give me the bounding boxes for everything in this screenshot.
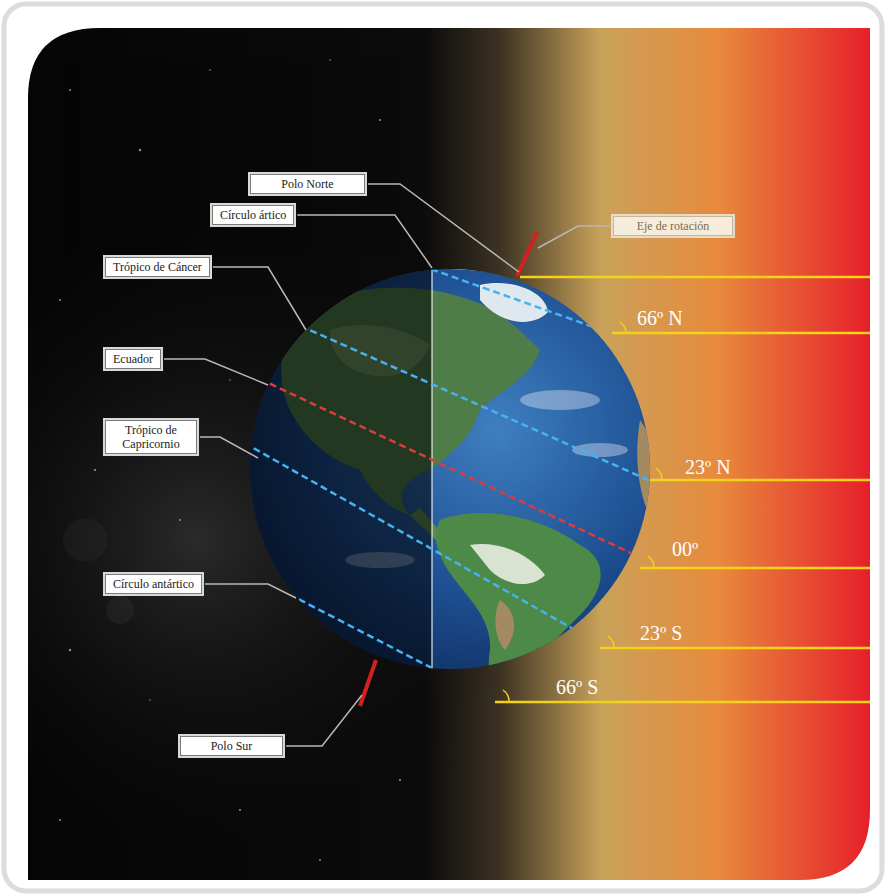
leader-line xyxy=(538,226,610,248)
label-text: Trópico de Cáncer xyxy=(113,260,202,274)
leader-line xyxy=(205,584,296,598)
label-text: Círculo antártico xyxy=(113,577,194,591)
leader-line xyxy=(213,267,306,330)
latitude-label: 00º xyxy=(672,538,698,560)
tropic-label: Trópico de Capricornio xyxy=(105,420,197,454)
label-text: Polo Sur xyxy=(188,739,275,753)
circle-label: Círculo ártico xyxy=(212,205,294,225)
label-text: Trópico de Capricornio xyxy=(113,423,189,451)
tropic-label: Trópico de Cáncer xyxy=(105,257,210,277)
latitude-label: 66º S xyxy=(556,676,598,698)
leader-line xyxy=(297,215,432,268)
leader-line xyxy=(368,184,519,272)
latitude-label: 66º N xyxy=(637,307,683,329)
label-text: Eje de rotación xyxy=(621,219,725,233)
leader-line xyxy=(286,695,362,746)
circle-label: Círculo antártico xyxy=(105,574,202,594)
label-text: Polo Norte xyxy=(258,177,357,191)
equator-label: Ecuador xyxy=(105,349,161,369)
label-text: Ecuador xyxy=(113,352,153,366)
leader-line xyxy=(164,359,268,385)
latitude-label: 23º S xyxy=(640,622,682,644)
axis-label: Eje de rotación xyxy=(613,216,733,236)
leader-line xyxy=(200,437,258,458)
label-text: Círculo ártico xyxy=(220,208,286,222)
latitude-label: 23º N xyxy=(685,456,731,478)
pole-label: Polo Norte xyxy=(250,174,365,194)
pole-label: Polo Sur xyxy=(180,736,283,756)
